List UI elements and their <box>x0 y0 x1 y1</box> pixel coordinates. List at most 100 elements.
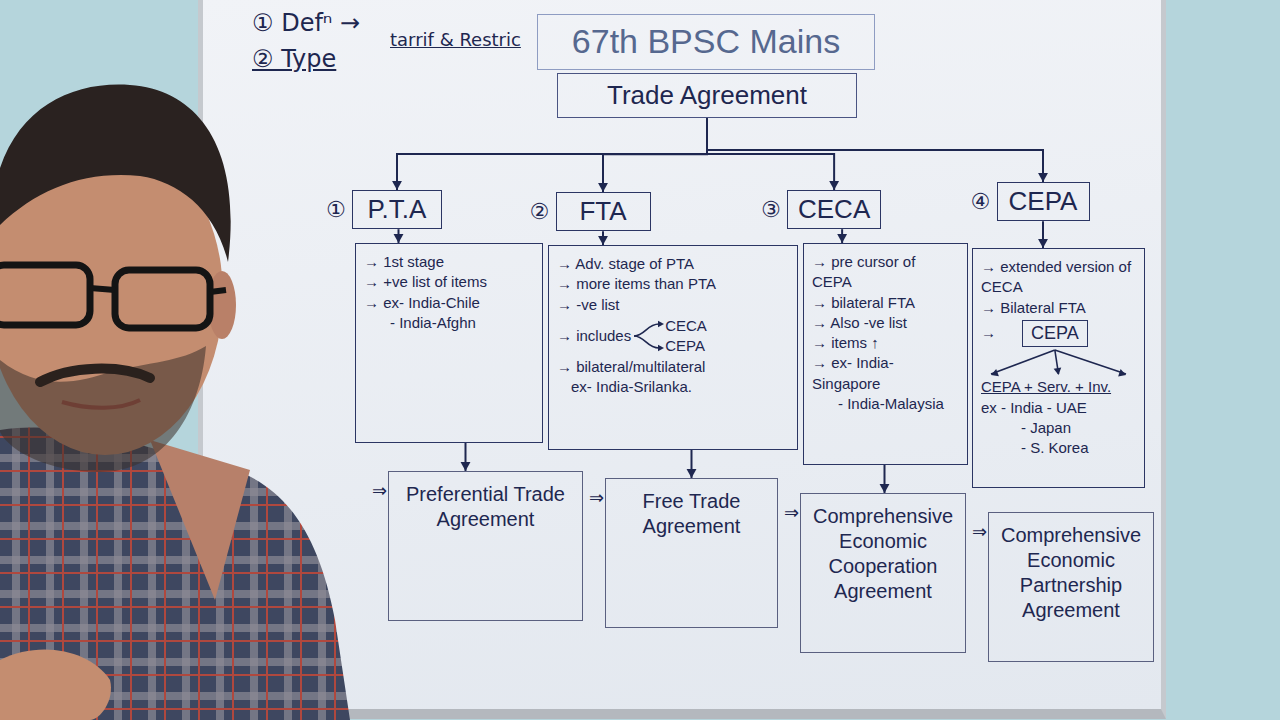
arrow-head <box>1038 173 1048 182</box>
double-arrow: ⇒ <box>784 503 799 524</box>
feature-box: → pre cursor of CEPA→ bilateral FTA→ Als… <box>803 243 968 465</box>
connector <box>707 118 1048 182</box>
feature-line: - Japan <box>981 418 1136 438</box>
type-header: P.T.A <box>352 190 442 229</box>
callout-number: ① <box>326 197 346 222</box>
title-box: 67th BPSC Mains <box>537 14 875 70</box>
feature-box: → Adv. stage of PTA→ more items than PTA… <box>548 245 798 450</box>
connector <box>1038 221 1048 248</box>
connector <box>598 231 608 245</box>
fullform-box: Comprehensive Economic Partnership Agree… <box>988 512 1154 662</box>
fullform-text: Free Trade Agreement <box>614 489 769 539</box>
header-text: CECA <box>798 194 870 225</box>
arrow-head <box>880 484 890 493</box>
branch-arrows <box>981 349 1136 377</box>
fullform-box: Comprehensive Economic Cooperation Agree… <box>800 493 966 653</box>
feature-line: CEPA <box>665 336 707 356</box>
feature-line: ex- India-Srilanka. <box>557 377 789 397</box>
connector <box>707 118 839 190</box>
arrow-head <box>991 369 999 376</box>
type-header: CEPA <box>997 182 1090 221</box>
topic-text: Trade Agreement <box>568 80 846 111</box>
sub-box: CEPA <box>1022 320 1088 348</box>
feature-line: → 1st stage <box>364 252 534 272</box>
arrow-head <box>687 469 697 478</box>
fullform-text: Preferential Trade Agreement <box>397 482 574 532</box>
presenter-figure <box>0 0 350 720</box>
type-header: FTA <box>556 192 651 231</box>
note-text: ① Defⁿ → <box>252 10 360 38</box>
connector-line <box>603 118 707 192</box>
arrow-head <box>461 462 471 471</box>
fork-line <box>634 324 659 336</box>
feature-line: - India-Malaysia <box>812 394 959 414</box>
includes-row: → includes CECACEPA <box>557 315 789 357</box>
fork-line <box>634 336 659 348</box>
hand <box>0 650 111 720</box>
hair <box>0 85 231 262</box>
fullform-text: Comprehensive Economic Cooperation Agree… <box>809 504 957 604</box>
connector <box>687 450 697 478</box>
feature-line: → <box>981 323 996 343</box>
arrow-head <box>837 234 847 243</box>
feature-line: → pre cursor of CEPA <box>812 252 959 293</box>
connector <box>461 443 471 471</box>
double-arrow: ⇒ <box>589 488 604 509</box>
includes-list: CECACEPA <box>665 316 707 357</box>
fullform-box: Preferential Trade Agreement <box>388 471 583 621</box>
fork-arrows <box>631 315 665 357</box>
title-text: 67th BPSC Mains <box>550 21 862 62</box>
feature-line: → extended version of CECA <box>981 257 1136 298</box>
feature-line: → ex- India-Singapore <box>812 353 959 394</box>
connector <box>837 229 847 243</box>
note-text: tarrif & Restric <box>390 30 521 51</box>
connector-line <box>707 118 834 190</box>
beard <box>0 346 206 472</box>
double-arrow: ⇒ <box>372 481 387 502</box>
connector <box>880 465 890 493</box>
arrow-head <box>392 181 402 190</box>
callout-number: ④ <box>971 189 991 214</box>
header-text: CEPA <box>1008 186 1079 217</box>
arrow-head <box>1054 368 1062 376</box>
type-header: CECA <box>787 190 881 229</box>
callout-number: ② <box>530 199 550 224</box>
fullform-box: Free Trade Agreement <box>605 478 778 628</box>
feature-line: → includes <box>557 326 631 346</box>
feature-line: → Bilateral FTA <box>981 298 1136 318</box>
moustache <box>40 369 150 382</box>
header-text: P.T.A <box>363 194 431 225</box>
feature-line: CEPA + Serv. + Inv. <box>981 377 1136 397</box>
feature-box: → extended version of CECA→ Bilateral FT… <box>972 248 1145 488</box>
feature-line: CECA <box>665 316 707 336</box>
feature-line: - S. Korea <box>981 438 1136 458</box>
header-text: FTA <box>567 196 640 227</box>
feature-line: → Adv. stage of PTA <box>557 254 789 274</box>
arrow-head <box>1038 239 1048 248</box>
fullform-text: Comprehensive Economic Partnership Agree… <box>997 523 1145 623</box>
feature-line: → items ↑ <box>812 333 959 353</box>
feature-line: → ex- India-Chile <box>364 293 534 313</box>
arrow-head <box>598 183 608 192</box>
double-arrow: ⇒ <box>972 522 987 543</box>
glasses-bridge <box>90 288 226 292</box>
feature-line: → bilateral FTA <box>812 293 959 313</box>
callout-number: ③ <box>761 197 781 222</box>
glasses-lens <box>115 270 210 328</box>
connector-line <box>707 118 1043 182</box>
mouth <box>62 400 140 408</box>
note-text: ② Type <box>252 46 336 74</box>
feature-line: - India-Afghn <box>364 313 534 333</box>
arrow-head <box>1118 369 1126 376</box>
connector <box>394 229 404 243</box>
feature-line: → -ve list <box>557 295 789 315</box>
glasses-lens <box>0 265 90 325</box>
feature-box: → 1st stage→ +ve list of items→ ex- Indi… <box>355 243 543 443</box>
feature-line: ex - India - UAE <box>981 398 1136 418</box>
feature-line: → +ve list of items <box>364 272 534 292</box>
sub-box-text: CEPA <box>1031 323 1079 345</box>
feature-line: → Also -ve list <box>812 313 959 333</box>
feature-line: → more items than PTA <box>557 274 789 294</box>
arrow-head <box>598 236 608 245</box>
